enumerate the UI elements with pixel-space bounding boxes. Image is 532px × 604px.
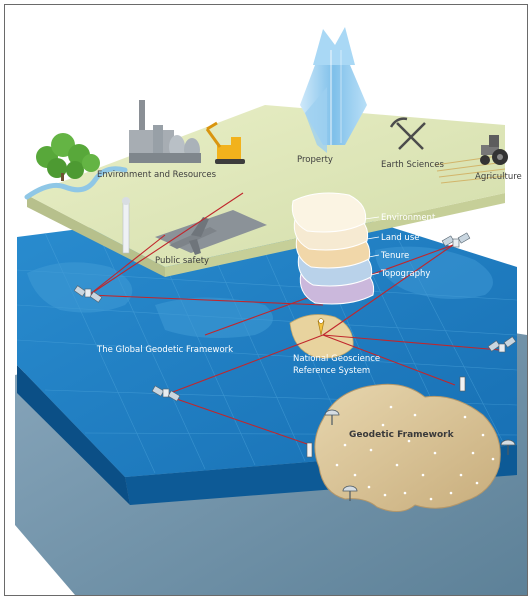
label-geodetic-framework: Geodetic Framework	[349, 430, 455, 440]
stack-label-environment: Environment	[381, 213, 436, 223]
land-layer-plane	[27, 105, 505, 267]
label-national-geoscience-line2: Reference System	[293, 366, 370, 376]
pick-shovel-icon	[389, 117, 426, 150]
antenna-icon	[500, 439, 516, 455]
ocean-landmass-center	[155, 297, 273, 339]
stack-leader-lines	[364, 216, 380, 276]
satellite-icon	[487, 336, 517, 353]
bottom-australia: Geodetic Framework	[314, 383, 501, 512]
label-national-geoscience-line1: National Geoscience	[293, 354, 380, 364]
diagram-frame: Environment and Resources Property Earth…	[4, 4, 528, 596]
stack-label-topography: Topography	[380, 269, 430, 279]
label-earth-sciences: Earth Sciences	[381, 160, 444, 170]
label-agriculture: Agriculture	[475, 172, 522, 182]
stack-layer-top	[291, 192, 367, 233]
factory-icon	[129, 100, 201, 163]
satellite-icon	[151, 385, 181, 402]
label-global-geodetic-framework: The Global Geodetic Framework	[96, 345, 233, 355]
survey-marker-icon	[317, 318, 325, 336]
survey-marker-icon	[306, 442, 313, 458]
satellite-icon	[441, 232, 471, 248]
building-icon	[300, 27, 367, 153]
geodetic-layers-diagram: Environment and Resources Property Earth…	[15, 27, 527, 595]
tractor-icon	[480, 135, 508, 165]
australia-continent	[314, 383, 501, 512]
label-environment-resources: Environment and Resources	[97, 170, 217, 180]
aircraft-icon	[169, 217, 217, 255]
survey-points	[335, 405, 495, 501]
ocean-landmass-east	[375, 246, 493, 299]
data-layer-stack: Environment Land use Tenure Topography	[291, 192, 436, 305]
survey-marker-icon	[459, 376, 466, 392]
antenna-icon	[324, 409, 340, 425]
label-public-safety: Public safety	[155, 256, 209, 266]
river	[24, 166, 128, 200]
tree-icon	[36, 133, 100, 181]
land-layer-left-edge	[27, 195, 165, 277]
antenna-icon	[342, 485, 358, 501]
wind-turbine-icon	[122, 197, 130, 254]
stack-label-land-use: Land use	[381, 233, 419, 243]
ocean-layer-left-edge	[17, 365, 130, 505]
label-property: Property	[297, 155, 333, 165]
stack-label-tenure: Tenure	[380, 251, 409, 261]
excavator-icon	[205, 121, 245, 164]
satellite-icon	[73, 285, 103, 303]
